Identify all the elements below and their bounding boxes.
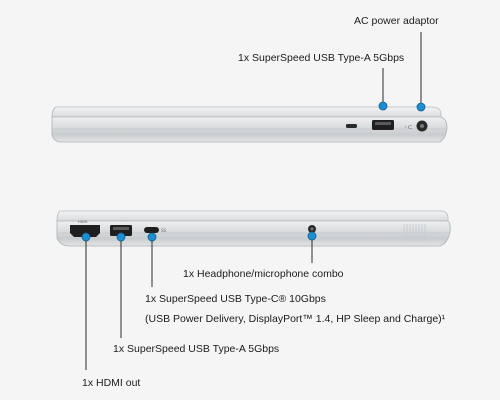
callout-usb-c: 1x SuperSpeed USB Type-C® 10Gbps (USB Po…	[145, 232, 446, 325]
hdmi-port-icon-label: HDMI	[78, 220, 87, 224]
callout-dot	[307, 231, 317, 241]
usb-c-port: SS	[144, 227, 167, 233]
label-headphone-combo: 1x Headphone/microphone combo	[183, 268, 344, 280]
label-hdmi-out: 1x HDMI out	[82, 377, 140, 389]
callout-dot	[116, 232, 126, 242]
callout-top-usb-a: 1x SuperSpeed USB Type-A 5Gbps	[238, 52, 404, 111]
label-ac-power-adaptor: AC power adaptor	[354, 15, 439, 27]
laptop-base	[51, 116, 448, 143]
laptop-right-side-view: ◦⊂	[51, 106, 448, 143]
callout-bottom-usb-a: 1x SuperSpeed USB Type-A 5Gbps	[113, 232, 279, 355]
hdmi-port: HDMI	[70, 220, 100, 237]
laptop-lid	[56, 210, 449, 222]
callout-headphone-combo: 1x Headphone/microphone combo	[183, 231, 344, 280]
status-led	[346, 124, 357, 128]
callout-dot	[147, 232, 157, 242]
vent-grille	[403, 224, 426, 241]
usb-a-port	[372, 120, 394, 130]
callout-hdmi-out: 1x HDMI out	[81, 232, 140, 389]
laptop-left-side-view: HDMI SS	[56, 210, 451, 247]
label-usb-c-line1: 1x SuperSpeed USB Type-C® 10Gbps	[145, 293, 326, 305]
label-usb-c-line2: (USB Power Delivery, DisplayPort™ 1.4, H…	[145, 313, 446, 325]
callout-dot	[81, 232, 91, 242]
callout-ac-power-adaptor: AC power adaptor	[354, 15, 439, 112]
usb-c-port-icon-label: SS	[161, 228, 167, 233]
callout-dot	[416, 102, 426, 112]
callout-dot	[378, 101, 388, 111]
usb-a-port	[110, 225, 132, 236]
laptop-lid	[51, 106, 442, 118]
svg-text:◦⊂: ◦⊂	[404, 124, 413, 131]
ac-power-port: ◦⊂	[404, 120, 428, 132]
headphone-jack	[308, 225, 316, 233]
label-top-usb-a: 1x SuperSpeed USB Type-A 5Gbps	[238, 52, 404, 64]
label-bottom-usb-a: 1x SuperSpeed USB Type-A 5Gbps	[113, 343, 279, 355]
